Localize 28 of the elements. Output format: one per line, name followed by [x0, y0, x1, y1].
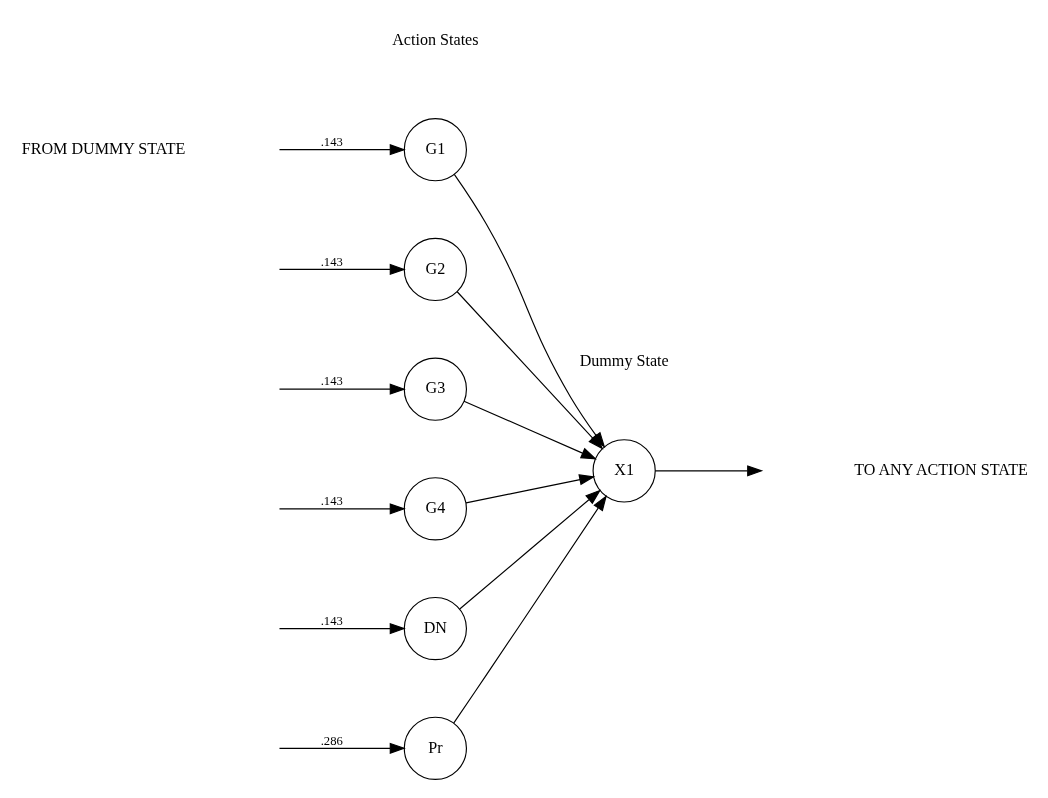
arrow — [463, 400, 597, 459]
label: Action States — [392, 30, 479, 48]
node-circle: G4 — [403, 476, 467, 541]
edge-label: .286 — [320, 733, 343, 748]
arrow — [278, 143, 406, 155]
edge-label: .143 — [320, 613, 343, 628]
node-circle: X1 — [592, 438, 656, 503]
node-circle: DN — [403, 596, 467, 660]
arrow — [459, 488, 602, 609]
node-circle: G2 — [403, 237, 467, 301]
arrow — [278, 502, 406, 514]
arrow — [278, 622, 406, 634]
node-circle: G3 — [403, 357, 467, 421]
edge-label: .143 — [320, 134, 343, 149]
arrow — [453, 494, 607, 724]
arrow — [278, 383, 406, 395]
arrow — [278, 742, 406, 754]
edge-label: .143 — [320, 373, 343, 388]
edge-label: .143 — [320, 254, 343, 269]
label: TO ANY ACTION STATE — [854, 460, 1028, 478]
node-circle: G1 — [403, 117, 467, 181]
node-circle: Pr — [403, 716, 467, 780]
edge-label: .143 — [320, 493, 343, 508]
arrow — [278, 263, 406, 275]
label: FROM DUMMY STATE — [21, 139, 186, 157]
arrow — [465, 473, 596, 503]
arrow — [654, 464, 764, 477]
label: Dummy State — [579, 351, 669, 369]
